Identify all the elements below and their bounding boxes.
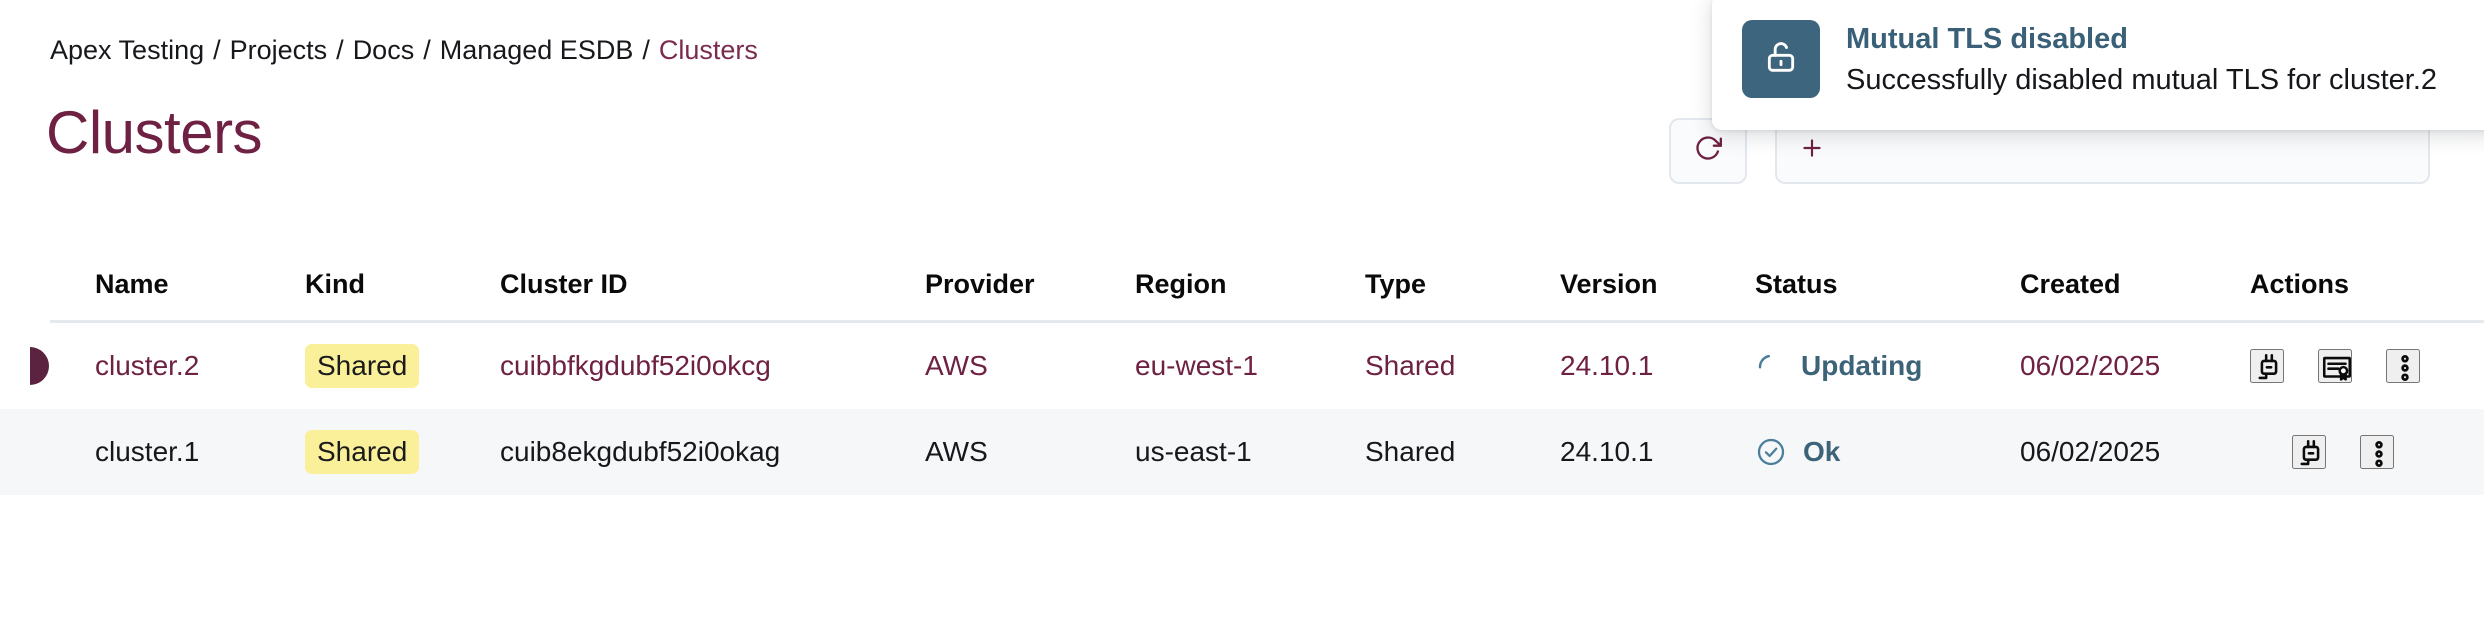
breadcrumb-item-managed-esdb[interactable]: Managed ESDB (439, 35, 634, 65)
check-circle-icon (1755, 436, 1787, 468)
spinner-icon (1755, 351, 1785, 381)
column-header-cluster-id[interactable]: Cluster ID (500, 268, 628, 299)
more-vertical-icon (2388, 351, 2418, 385)
cell-provider: AWS (925, 436, 988, 467)
column-header-created[interactable]: Created (2020, 268, 2121, 299)
page-title: Clusters (46, 99, 263, 166)
cell-name[interactable]: cluster.1 (95, 436, 200, 467)
cell-status: Updating (1755, 350, 2020, 382)
breadcrumb-item-clusters[interactable]: Clusters (658, 35, 758, 65)
cell-type: Shared (1365, 436, 1456, 467)
kind-badge: Shared (305, 430, 420, 474)
status-label: Ok (1803, 436, 1841, 467)
breadcrumb-separator: / (642, 35, 650, 65)
cell-status: Ok (1755, 436, 2020, 468)
cell-created: 06/02/2025 (2020, 436, 2161, 467)
row-selection-marker (30, 347, 49, 385)
cell-provider: AWS (925, 350, 988, 381)
table-header-divider (50, 320, 2484, 323)
cell-cluster-id[interactable]: cuibbfkgdubf52i0okcg (500, 350, 771, 381)
column-header-region[interactable]: Region (1135, 268, 1227, 299)
toast-message: Successfully disabled mutual TLS for clu… (1846, 64, 2438, 96)
breadcrumb-item-apex-testing[interactable]: Apex Testing (50, 35, 205, 65)
table-row[interactable]: cluster.2 Shared cuibbfkgdubf52i0okcg AW… (0, 323, 2484, 409)
cell-actions (2250, 349, 2450, 383)
plus-icon (1799, 135, 1825, 168)
breadcrumb-separator: / (423, 35, 431, 65)
cell-created: 06/02/2025 (2020, 350, 2161, 381)
column-header-kind[interactable]: Kind (305, 268, 365, 299)
certificate-icon-button[interactable] (2318, 349, 2352, 383)
plug-icon (2294, 437, 2324, 471)
breadcrumb-item-projects[interactable]: Projects (229, 35, 328, 65)
cell-kind: Shared (305, 344, 500, 388)
cell-version: 24.10.1 (1560, 436, 1654, 467)
more-vertical-icon-button[interactable] (2360, 435, 2394, 469)
refresh-icon (1694, 134, 1722, 169)
plug-icon-button[interactable] (2292, 435, 2326, 469)
column-header-version[interactable]: Version (1560, 268, 1658, 299)
table-header-row: Name Kind Cluster ID Provider Region Typ… (0, 248, 2484, 320)
cell-region: us-east-1 (1135, 436, 1252, 467)
status-label: Updating (1801, 350, 1923, 381)
plug-icon-button[interactable] (2250, 349, 2284, 383)
cell-cluster-id[interactable]: cuib8ekgdubf52i0okag (500, 436, 781, 467)
column-header-actions: Actions (2250, 268, 2350, 299)
plug-icon (2252, 351, 2282, 385)
more-vertical-icon (2362, 437, 2392, 471)
column-header-provider[interactable]: Provider (925, 268, 1035, 299)
breadcrumb-separator: / (213, 35, 221, 65)
table-row[interactable]: cluster.1 Shared cuib8ekgdubf52i0okag AW… (0, 409, 2484, 495)
toast-icon-container (1742, 20, 1820, 98)
cell-kind: Shared (305, 430, 500, 474)
more-vertical-icon-button[interactable] (2386, 349, 2420, 383)
cell-actions (2250, 435, 2450, 469)
breadcrumb-item-docs[interactable]: Docs (352, 35, 415, 65)
certificate-icon (2320, 351, 2352, 385)
kind-badge: Shared (305, 344, 420, 388)
unlock-icon (1761, 37, 1801, 82)
cell-version: 24.10.1 (1560, 350, 1654, 381)
column-header-status[interactable]: Status (1755, 268, 1838, 299)
breadcrumb-separator: / (336, 35, 344, 65)
cell-name[interactable]: cluster.2 (95, 350, 200, 381)
cell-type: Shared (1365, 350, 1456, 381)
toast-title: Mutual TLS disabled (1846, 23, 2128, 55)
column-header-name[interactable]: Name (95, 268, 169, 299)
cell-region: eu-west-1 (1135, 350, 1258, 381)
breadcrumb: Apex Testing / Projects / Docs / Managed… (50, 34, 758, 66)
toast-body: Mutual TLS disabled Successfully disable… (1846, 20, 2472, 100)
column-header-type[interactable]: Type (1365, 268, 1427, 299)
toast-notification[interactable]: Mutual TLS disabled Successfully disable… (1712, 0, 2484, 130)
clusters-table: Name Kind Cluster ID Provider Region Typ… (0, 248, 2484, 495)
